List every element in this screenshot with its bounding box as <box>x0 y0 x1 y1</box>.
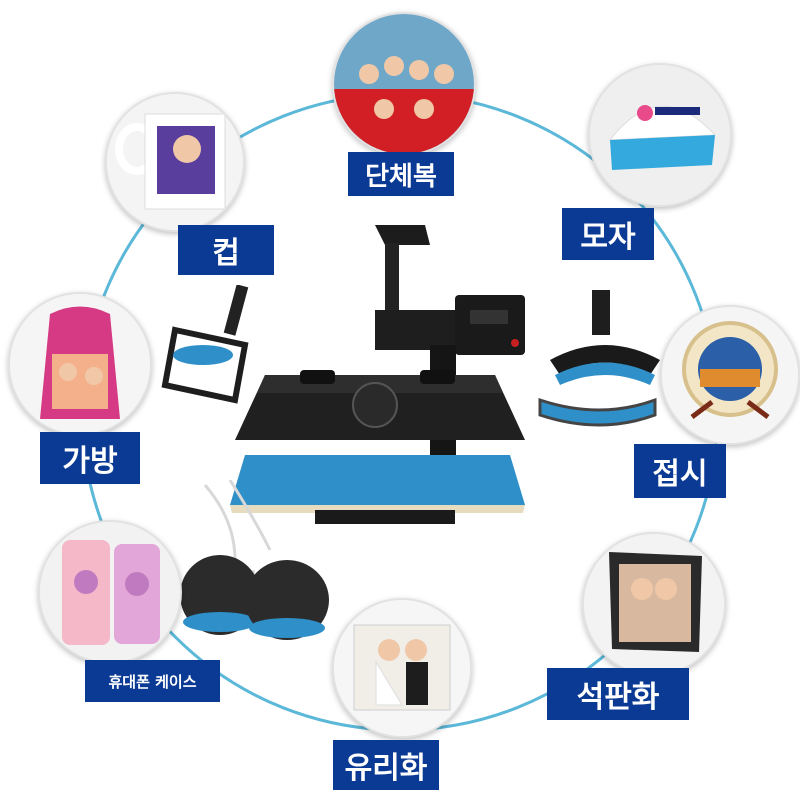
glass-photo <box>332 598 472 738</box>
label-phone-case: 휴대폰 케이스 <box>85 660 220 702</box>
team-shirt-photo <box>332 12 476 156</box>
phone-case-photo <box>38 520 182 664</box>
heat-press-machine <box>230 225 525 524</box>
hat-press-attachment <box>538 290 660 427</box>
label-team-shirt: 단체복 <box>348 152 454 196</box>
label-bag: 가방 <box>40 432 140 484</box>
label-cup: 컵 <box>178 225 274 275</box>
slate-photo <box>582 532 726 676</box>
hat-photo <box>588 63 732 207</box>
label-plate: 접시 <box>634 444 726 498</box>
label-slate: 석판화 <box>547 668 689 720</box>
plate-photo <box>660 305 800 445</box>
label-glass: 유리화 <box>333 740 439 790</box>
cup-photo <box>105 92 245 232</box>
mug-press-attachment <box>161 285 249 404</box>
bag-photo <box>8 292 152 436</box>
plate-press-attachments <box>180 480 329 640</box>
label-hat: 모자 <box>562 208 654 260</box>
